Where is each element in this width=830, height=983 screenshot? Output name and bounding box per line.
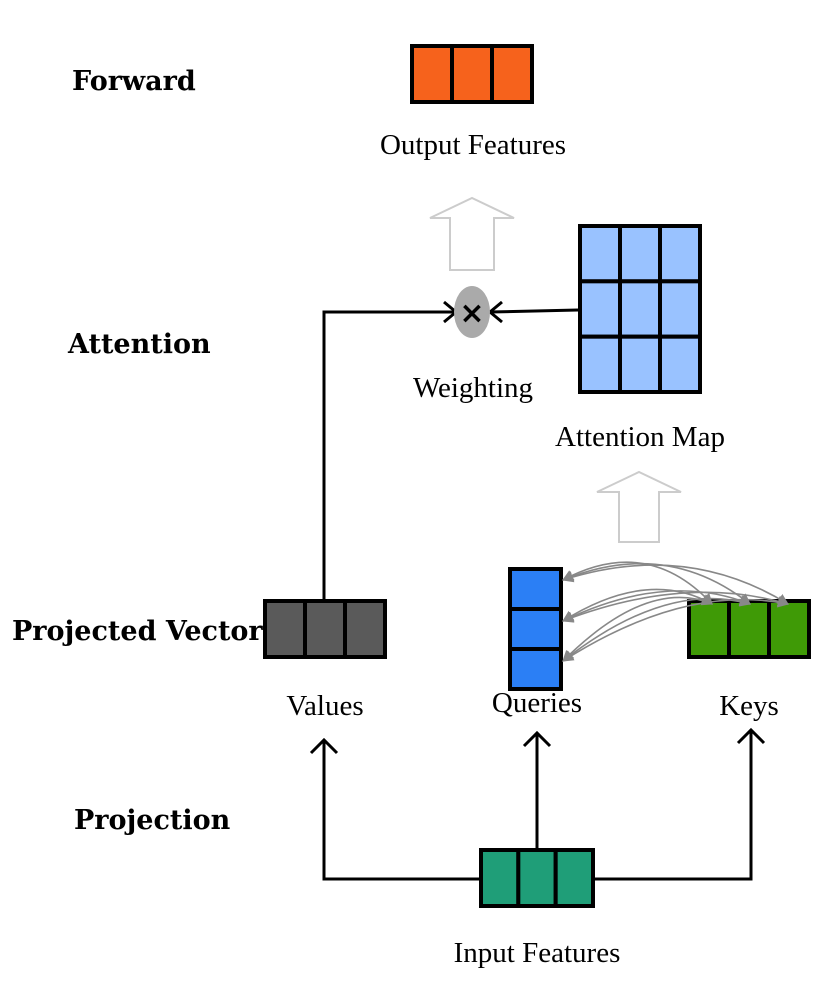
keys-cell — [727, 599, 771, 659]
keys-block — [687, 599, 811, 659]
attention-map-cell — [618, 279, 662, 339]
caption-weighting: Weighting — [413, 372, 533, 404]
query-key-pairwise-arrows — [561, 561, 790, 662]
stage-label-forward: Forward — [72, 66, 196, 97]
queries-cell — [508, 647, 563, 691]
queries-cell — [508, 607, 563, 651]
stage-label-projection: Projection — [74, 805, 231, 836]
input-to-values-line — [322, 740, 480, 881]
queries-block — [508, 567, 563, 691]
attention-map-to-weighting-line — [489, 308, 579, 314]
attention-map-cell — [618, 334, 662, 394]
caption-input-features: Input Features — [454, 937, 621, 969]
query-key-arrow — [561, 564, 789, 605]
attention-map-cell — [658, 334, 702, 394]
input-cell — [479, 848, 521, 908]
hollow-up-arrow-output — [429, 196, 515, 271]
output-cell — [490, 44, 534, 104]
input-cell — [553, 848, 596, 908]
caption-queries: Queries — [492, 687, 582, 719]
attention-map-grid — [578, 224, 702, 394]
input-to-queries-arrowhead — [522, 730, 552, 748]
weighting-node — [454, 286, 490, 338]
stage-label-attention: Attention — [67, 329, 211, 360]
multiply-icon: × — [459, 296, 484, 331]
values-cell — [343, 599, 387, 659]
input-features-block — [479, 848, 596, 908]
caption-attention-map: Attention Map — [555, 421, 725, 453]
output-features-block — [410, 44, 534, 104]
queries-cell — [508, 567, 563, 611]
values-to-weighting-line — [322, 310, 456, 600]
attention-map-cell — [658, 279, 702, 339]
attention-map-cell — [578, 334, 622, 394]
values-block — [263, 599, 387, 659]
input-to-keys-line — [594, 730, 753, 881]
values-cell — [263, 599, 307, 659]
keys-cell — [767, 599, 811, 659]
input-cell — [516, 848, 558, 908]
caption-keys: Keys — [719, 690, 779, 722]
values-cell — [303, 599, 347, 659]
attention-map-cell — [578, 279, 622, 339]
query-key-arrow — [562, 596, 790, 662]
attention-map-cell — [618, 224, 662, 284]
caption-values: Values — [286, 690, 363, 722]
query-key-arrow — [561, 562, 751, 605]
output-cell — [410, 44, 454, 104]
output-cell — [450, 44, 494, 104]
attention-map-cell — [578, 224, 622, 284]
hollow-up-arrow-attention-map — [596, 470, 682, 543]
stage-label-projected-vectors: Projected Vectors — [12, 616, 278, 647]
caption-output-features: Output Features — [380, 129, 566, 161]
attention-map-cell — [658, 224, 702, 284]
keys-cell — [687, 599, 731, 659]
input-to-values-arrowhead — [309, 737, 339, 755]
input-to-keys-arrowhead — [736, 727, 766, 745]
